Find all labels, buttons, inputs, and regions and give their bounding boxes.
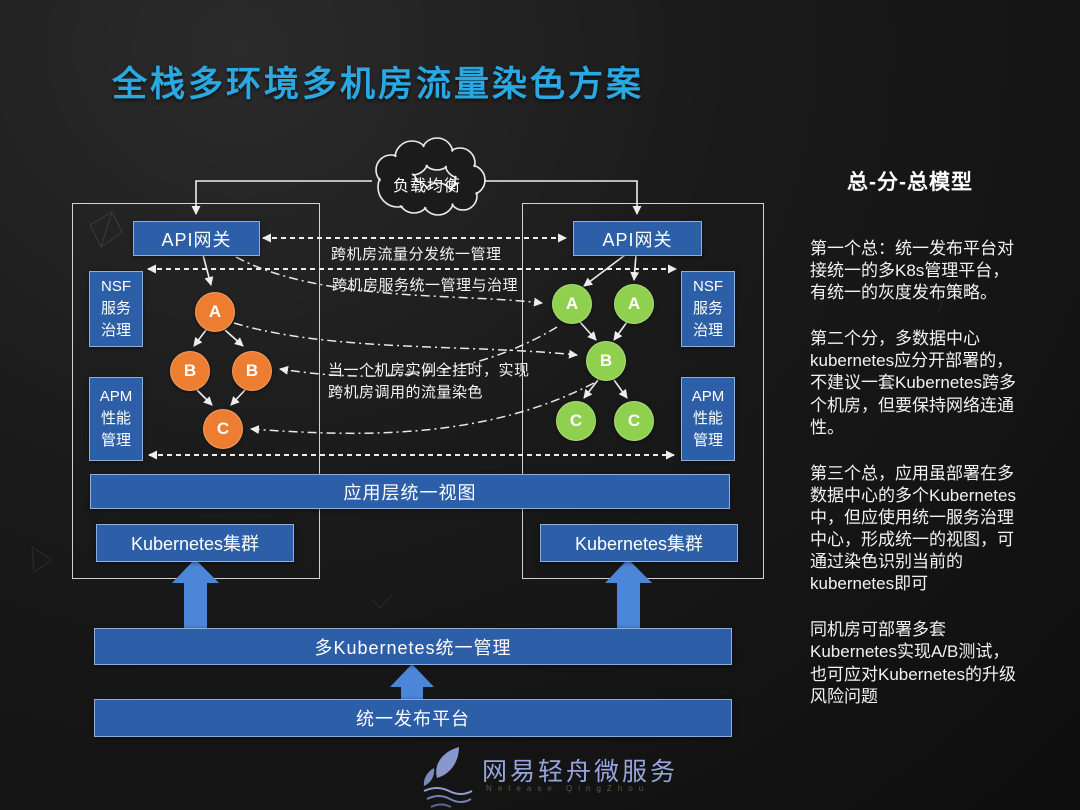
arrow-up-release [390, 664, 434, 699]
model-paragraph-1: 第一个总：统一发布平台对接统一的多K8s管理平台，有统一的灰度发布策略。 [810, 239, 1014, 303]
slide-title: 全栈多环境多机房流量染色方案 [112, 65, 645, 104]
release-platform-bar: 统一发布平台 [94, 699, 732, 737]
right-api-gateway-box: API网关 [573, 221, 702, 256]
right-node-c1: C [556, 401, 596, 441]
model-heading: 总-分-总模型 [847, 171, 973, 194]
qingzhou-logo-subtext: Netease QingZhou [486, 784, 650, 793]
right-apm-box: APM 性能 管理 [681, 377, 735, 461]
right-nsf-box: NSF 服务 治理 [681, 271, 735, 347]
model-paragraph-3: 第三个总，应用虽部署在多数据中心的多个Kubernetes中，但应使用统一服务治… [810, 463, 1016, 594]
left-node-b1: B [170, 351, 210, 391]
left-kubernetes-cluster-box: Kubernetes集群 [96, 524, 294, 562]
right-kubernetes-cluster-box: Kubernetes集群 [540, 524, 738, 562]
left-api-gateway-box: API网关 [133, 221, 260, 256]
chalk-doodle-check [371, 593, 393, 609]
left-apm-box: APM 性能 管理 [89, 377, 143, 461]
left-nsf-box: NSF 服务 治理 [89, 271, 143, 347]
right-node-c2: C [614, 401, 654, 441]
left-node-a: A [195, 292, 235, 332]
model-paragraph-4: 同机房可部署多套Kubernetes实现A/B测试，也可应对Kubernetes… [810, 620, 1016, 706]
app-layer-unified-view-bar: 应用层统一视图 [90, 474, 730, 509]
right-node-a1: A [552, 284, 592, 324]
annotation-service-governance: 跨机房服务统一管理与治理 [332, 277, 519, 294]
right-node-b: B [586, 341, 626, 381]
model-paragraph-2: 第二个分，多数据中心kubernetes应分开部署的，不建议一套Kubernet… [810, 329, 1016, 437]
model-description: 第一个总：统一发布平台对接统一的多K8s管理平台，有统一的灰度发布策略。 第二个… [810, 238, 1022, 732]
multi-k8s-management-bar: 多Kubernetes统一管理 [94, 628, 732, 665]
qingzhou-logo-text: 网易轻舟微服务 [482, 758, 679, 786]
left-node-c: C [203, 409, 243, 449]
load-balancer-label: 负载均衡 [393, 178, 462, 195]
annotation-failover-coloring: 当一个机房实例全挂时，实现 跨机房调用的流量染色 [328, 362, 530, 401]
qingzhou-logo-icon [423, 747, 473, 808]
right-node-a2: A [614, 284, 654, 324]
left-node-b2: B [232, 351, 272, 391]
annotation-traffic-distribution: 跨机房流量分发统一管理 [331, 246, 502, 263]
chalk-doodle-triangle [31, 546, 53, 573]
